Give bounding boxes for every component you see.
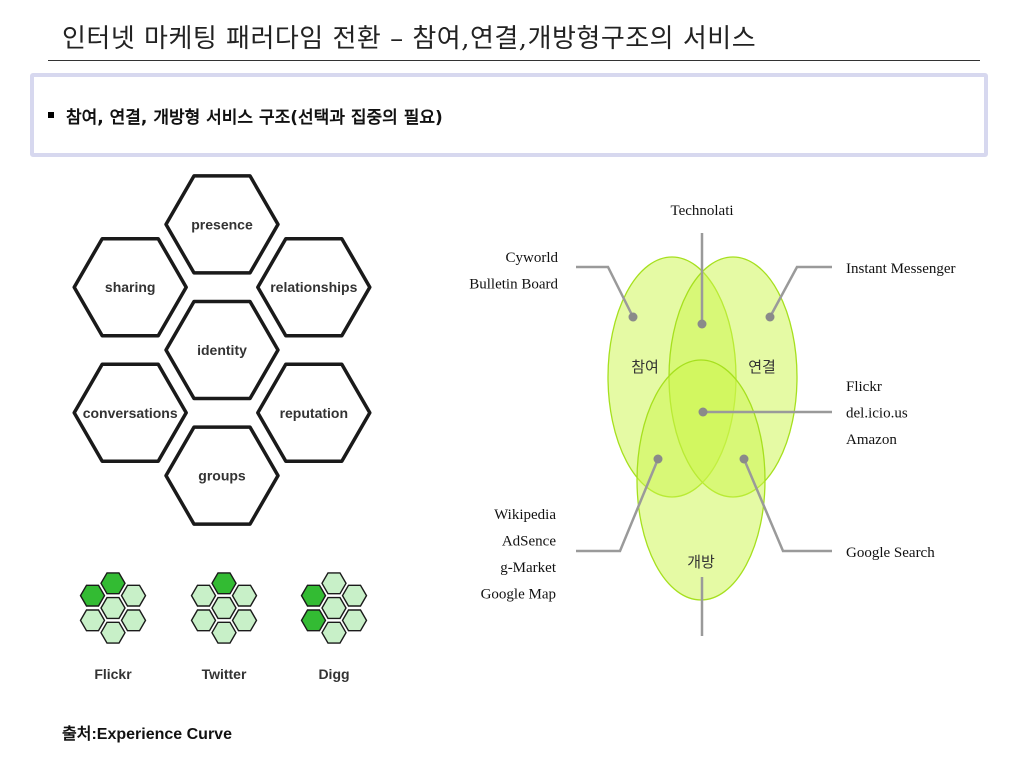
leader-dot xyxy=(739,454,749,464)
callout-line: del.icio.us xyxy=(846,406,908,422)
mini-hex-identity xyxy=(211,596,237,620)
callout-line: Cyworld xyxy=(506,250,559,266)
hexagon-groups: groups xyxy=(164,425,280,526)
mini-honeycombs: Flickr Twitter Digg xyxy=(79,572,368,682)
callout-line: Wikipedia xyxy=(494,507,556,523)
hexagon-label: presence xyxy=(191,216,253,232)
mini-hex-presence xyxy=(321,572,347,595)
leader-dot xyxy=(765,312,775,322)
big-honeycomb: presence sharing relationships identity conv… xyxy=(72,174,372,526)
leader-line xyxy=(576,458,660,553)
hexagon-label: conversations xyxy=(83,405,178,421)
hexagon-presence: presence xyxy=(164,174,280,275)
hexagon-relationships: relationships xyxy=(256,236,372,338)
mini-honeycomb-label: Digg xyxy=(318,666,349,682)
leader-line xyxy=(576,265,635,318)
bullet-text: 참여, 연결, 개방형 서비스 구조(선택과 집중의 필요) xyxy=(66,108,443,128)
mini-hex-reputation xyxy=(341,609,368,632)
mini-hex-presence xyxy=(100,572,126,595)
venn-circle-label: 연결 xyxy=(748,358,776,376)
venn-callout: Technolati xyxy=(670,203,733,219)
source-prefix: 출처: xyxy=(62,726,97,743)
leader-dot xyxy=(653,454,663,464)
mini-hex-groups xyxy=(100,621,126,644)
hexagon-label: identity xyxy=(197,342,247,358)
mini-hex-conversations xyxy=(79,609,106,632)
leader-dot xyxy=(697,319,707,329)
mini-hex-conversations xyxy=(190,609,217,632)
mini-hex-identity xyxy=(321,596,347,620)
mini-honeycomb-twitter: Twitter xyxy=(190,572,258,682)
callout-line: Google Search xyxy=(846,545,935,561)
title-divider xyxy=(48,60,980,61)
hexagon-label: relationships xyxy=(270,279,357,295)
callout-line: Google Map xyxy=(481,587,556,603)
source-note: 출처:Experience Curve xyxy=(62,720,232,744)
mini-honeycomb-flickr: Flickr xyxy=(79,572,147,682)
callout-line: Amazon xyxy=(846,432,897,448)
callout-line: AdSence xyxy=(502,534,556,550)
mini-hex-relationships xyxy=(120,584,147,607)
mini-hex-groups xyxy=(321,621,347,644)
callout-line: Technolati xyxy=(670,203,733,219)
callout-line: Flickr xyxy=(846,379,882,395)
hexagon-label: groups xyxy=(198,468,246,484)
callout-line: Bulletin Board xyxy=(469,277,558,293)
mini-hex-sharing xyxy=(300,584,327,607)
callout-line: g-Market xyxy=(500,560,557,576)
mini-hex-relationships xyxy=(231,584,258,607)
venn-circle-label: 참여 xyxy=(631,358,659,376)
callout-line: Instant Messenger xyxy=(846,261,956,277)
hexagon-label: reputation xyxy=(280,405,348,421)
venn-callout: Google Search xyxy=(846,545,935,561)
hexagon-conversations: conversations xyxy=(72,362,188,464)
leader-dot xyxy=(698,407,708,417)
mini-hex-groups xyxy=(211,621,237,644)
slide-title: 인터넷 마케팅 패러다임 전환 – 참여,연결,개방형구조의 서비스 xyxy=(62,24,757,54)
hexagon-sharing: sharing xyxy=(72,236,188,338)
bullet-square-icon xyxy=(48,112,54,118)
hexagon-reputation: reputation xyxy=(256,362,372,464)
mini-honeycomb-label: Twitter xyxy=(202,666,247,682)
mini-hex-sharing xyxy=(79,584,106,607)
bullet-box: 참여, 연결, 개방형 서비스 구조(선택과 집중의 필요) xyxy=(30,73,988,157)
hexagon-label: sharing xyxy=(105,279,156,295)
hexagon-identity: identity xyxy=(164,299,280,401)
venn-callout: Instant Messenger xyxy=(846,261,956,277)
mini-hex-sharing xyxy=(190,584,217,607)
mini-hex-relationships xyxy=(341,584,368,607)
mini-honeycomb-label: Flickr xyxy=(94,666,132,682)
mini-hex-reputation xyxy=(231,609,258,632)
leader-line xyxy=(742,458,832,553)
mini-hex-presence xyxy=(211,572,237,595)
source-name: Experience Curve xyxy=(96,726,232,743)
mini-hex-conversations xyxy=(300,609,327,632)
mini-hex-reputation xyxy=(120,609,147,632)
leader-line xyxy=(768,265,832,318)
leader-dot xyxy=(628,312,638,322)
venn-circle-label: 개방 xyxy=(687,553,715,571)
mini-hex-identity xyxy=(100,596,126,620)
mini-honeycomb-digg: Digg xyxy=(300,572,368,682)
